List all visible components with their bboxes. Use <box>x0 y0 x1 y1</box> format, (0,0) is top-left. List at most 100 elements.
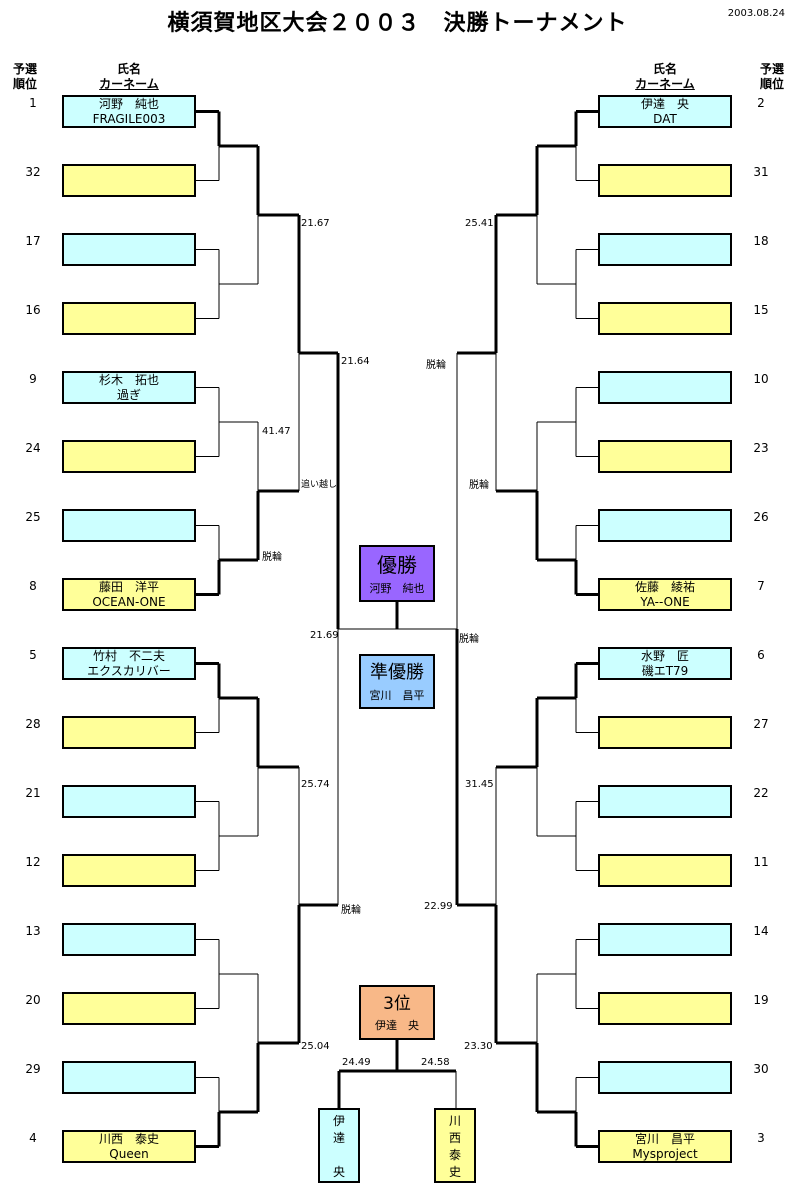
time-label: 21.69 <box>310 630 339 641</box>
car-name: Queen <box>109 1146 149 1161</box>
car-name: DAT <box>653 111 677 126</box>
seed-rank: 31 <box>753 165 769 179</box>
third-place-box: 3位 伊達 央 <box>359 985 435 1040</box>
car-name: 磯エT79 <box>641 663 689 678</box>
car-name: FRAGILE003 <box>92 111 166 126</box>
entry-box <box>62 302 196 335</box>
time-label: 21.67 <box>301 218 330 229</box>
entry-box <box>598 992 732 1025</box>
entry-box <box>62 1061 196 1094</box>
seed-header-line2: 順位 <box>12 77 37 91</box>
third-place-label: 3位 <box>383 993 411 1014</box>
seed-rank: 9 <box>29 372 37 386</box>
seed-rank: 27 <box>753 717 769 731</box>
seed-rank: 11 <box>753 855 769 869</box>
entry-box <box>62 992 196 1025</box>
seed-header-line1: 予選 <box>12 62 37 76</box>
driver-name: 伊達 央 <box>640 96 689 111</box>
car-name: 過ぎ <box>116 387 141 402</box>
seed-rank: 8 <box>29 579 37 593</box>
seed-rank: 21 <box>25 786 41 800</box>
seed-rank: 22 <box>753 786 769 800</box>
time-label: 24.49 <box>342 1057 371 1068</box>
car-name: Mysproject <box>632 1146 698 1161</box>
page-title: 横須賀地区大会２００３ 決勝トーナメント <box>167 11 628 36</box>
runner-up-box: 準優勝 宮川 昌平 <box>359 654 435 709</box>
car-name: YA--ONE <box>640 594 690 609</box>
entry-box <box>62 164 196 197</box>
seed-rank: 5 <box>29 648 37 662</box>
runner-up-name: 宮川 昌平 <box>369 688 425 702</box>
entry-box <box>62 854 196 887</box>
driver-name: 杉木 拓也 <box>98 372 159 387</box>
winner-label: 優勝 <box>377 552 417 577</box>
entry-box: 水野 匠磯エT79 <box>598 647 732 680</box>
event-date: 2003.08.24 <box>727 8 785 19</box>
vertical-name-char: 史 <box>448 1165 461 1179</box>
time-label: 23.30 <box>464 1041 493 1052</box>
vertical-name-char: 央 <box>332 1165 345 1179</box>
driver-name: 竹村 不二夫 <box>92 648 165 663</box>
seed-rank: 10 <box>753 372 769 386</box>
seed-rank: 6 <box>757 648 765 662</box>
seed-rank: 18 <box>753 234 769 248</box>
driver-name: 水野 匠 <box>640 648 689 663</box>
time-label: 41.47 <box>262 426 291 437</box>
seed-header-line1: 予選 <box>759 62 784 76</box>
seed-rank: 7 <box>757 579 765 593</box>
vertical-name-char: 達 <box>332 1131 345 1145</box>
name-header-label: 氏名 <box>116 62 141 76</box>
car-header-label: カーネーム <box>635 77 695 91</box>
entry-box <box>598 440 732 473</box>
seed-rank: 15 <box>753 303 769 317</box>
vertical-name-char: 伊 <box>332 1114 345 1128</box>
seed-rank: 2 <box>757 96 765 110</box>
time-label: 脱輪 <box>459 634 479 645</box>
driver-name: 川西 泰史 <box>98 1131 159 1146</box>
seed-rank: 28 <box>25 717 41 731</box>
entry-box <box>598 509 732 542</box>
entry-box <box>598 371 732 404</box>
vertical-name-char: 西 <box>448 1131 461 1145</box>
seed-rank: 29 <box>25 1062 41 1076</box>
seed-rank: 26 <box>753 510 769 524</box>
seed-rank: 24 <box>25 441 41 455</box>
seed-rank: 12 <box>25 855 41 869</box>
time-label: 25.04 <box>301 1041 330 1052</box>
seed-rank: 4 <box>29 1131 37 1145</box>
time-label: 25.74 <box>301 779 330 790</box>
seed-rank: 3 <box>757 1131 765 1145</box>
vertical-name-char: 泰 <box>448 1148 461 1162</box>
seed-rank: 30 <box>753 1062 769 1076</box>
third-place-right-entry: 川西泰史 <box>434 1108 476 1183</box>
driver-name: 宮川 昌平 <box>634 1131 695 1146</box>
time-label: 21.64 <box>341 356 370 367</box>
entry-box <box>598 854 732 887</box>
runner-up-label: 準優勝 <box>370 661 424 683</box>
seed-rank: 16 <box>25 303 41 317</box>
third-place-name: 伊達 央 <box>375 1018 419 1032</box>
vertical-name-char: 川 <box>448 1114 461 1128</box>
driver-name: 藤田 洋平 <box>98 579 159 594</box>
name-header-right: 氏名 カーネーム <box>598 62 732 92</box>
time-label: 31.45 <box>465 779 494 790</box>
entry-box <box>62 923 196 956</box>
entry-box <box>62 785 196 818</box>
seed-header-left: 予選 順位 <box>8 62 42 92</box>
entry-box <box>598 1061 732 1094</box>
seed-rank: 13 <box>25 924 41 938</box>
car-header-label: カーネーム <box>99 77 159 91</box>
car-name: エクスカリバー <box>87 663 171 678</box>
entry-box: 竹村 不二夫エクスカリバー <box>62 647 196 680</box>
seed-rank: 25 <box>25 510 41 524</box>
seed-rank: 19 <box>753 993 769 1007</box>
seed-rank: 23 <box>753 441 769 455</box>
third-place-left-entry: 伊達央 <box>318 1108 360 1183</box>
seed-header-right: 予選 順位 <box>755 62 789 92</box>
entry-box <box>598 302 732 335</box>
time-label: 脱輪 <box>262 552 282 563</box>
